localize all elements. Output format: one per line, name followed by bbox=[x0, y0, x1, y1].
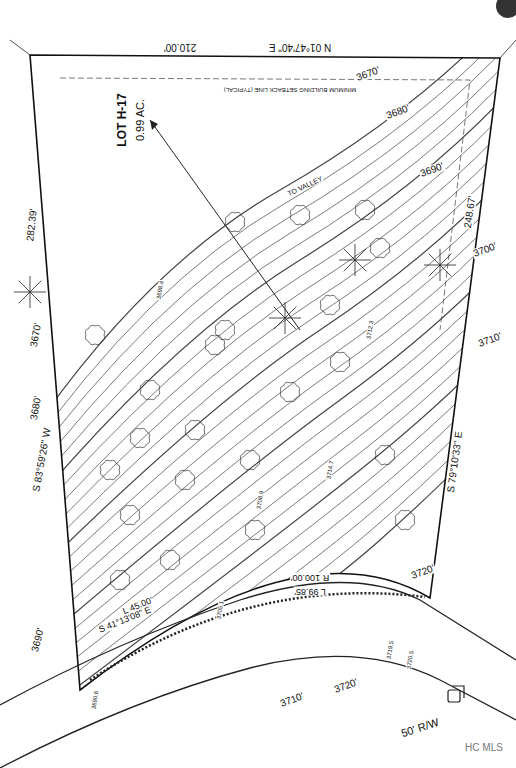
tree-symbols bbox=[85, 200, 414, 589]
tree bbox=[330, 352, 349, 371]
plat-label: R 100.00' bbox=[290, 573, 330, 582]
tree bbox=[320, 295, 339, 314]
tree bbox=[140, 380, 159, 399]
plat-label: 3720' bbox=[332, 677, 360, 695]
tree bbox=[205, 335, 224, 354]
plat-label: 248.67' bbox=[463, 194, 478, 230]
plat-label: 3698.4 bbox=[155, 279, 164, 300]
plat-label: 3719.5 bbox=[385, 639, 394, 660]
tree bbox=[355, 200, 374, 219]
contour-line bbox=[20, 16, 516, 464]
tree bbox=[100, 460, 119, 479]
plat-label: TO VALLEY bbox=[286, 174, 325, 197]
plat-label: 3670' bbox=[29, 321, 43, 348]
tree bbox=[245, 520, 264, 539]
plat-label: 3714.7 bbox=[325, 459, 334, 480]
road-edge bbox=[0, 583, 516, 706]
plat-label: 3690' bbox=[30, 626, 46, 654]
drainage-arrow bbox=[150, 120, 300, 330]
plat-label: S 79°10'33" E bbox=[446, 430, 465, 495]
contour-line bbox=[20, 208, 516, 632]
contour-line bbox=[20, 320, 516, 730]
plat-label: 282.39' bbox=[25, 207, 39, 242]
large-tree bbox=[339, 244, 371, 276]
contour-line bbox=[20, 160, 516, 590]
plat-label: N 01°47'40" E bbox=[268, 42, 332, 52]
plat-label: 50' R/W bbox=[399, 716, 441, 739]
large-tree bbox=[269, 302, 301, 334]
icon bbox=[448, 686, 464, 702]
plat-label: 3680' bbox=[384, 103, 412, 121]
tree bbox=[280, 382, 299, 401]
large-tree-symbols bbox=[14, 244, 456, 334]
contour-lines bbox=[20, 0, 516, 768]
tree bbox=[185, 420, 204, 439]
contour-line bbox=[20, 384, 516, 768]
contour-line bbox=[20, 176, 516, 604]
contour-line bbox=[20, 192, 516, 618]
contour-line bbox=[20, 368, 516, 768]
tree bbox=[215, 320, 234, 339]
tree bbox=[160, 550, 179, 569]
plat-label: 3690.6 bbox=[90, 689, 99, 710]
contour-line bbox=[20, 128, 516, 562]
arrow-head bbox=[150, 120, 158, 130]
plat-label: L 99.85' bbox=[293, 587, 326, 596]
plat-label: 3710' bbox=[476, 331, 504, 349]
plat-label: LOT H-17 bbox=[116, 92, 128, 147]
plat-label: 3705.1 bbox=[215, 599, 224, 620]
contour-line bbox=[20, 0, 516, 450]
lot-boundary bbox=[30, 55, 500, 690]
watermark: HC MLS bbox=[464, 743, 504, 753]
contour-line bbox=[20, 352, 516, 758]
large-tree bbox=[424, 249, 456, 281]
plat-label: 0.99 AC. bbox=[135, 98, 146, 142]
plat-label: 3690' bbox=[418, 161, 446, 179]
tree bbox=[110, 570, 129, 589]
tree bbox=[175, 470, 194, 489]
tree bbox=[85, 325, 104, 344]
adjoining-line bbox=[10, 40, 516, 58]
tree bbox=[130, 428, 149, 447]
plat-label: 3710' bbox=[278, 691, 306, 709]
tree bbox=[370, 238, 389, 257]
plat-label: 3720.5 bbox=[405, 649, 414, 670]
plat-label: MINIMUM BUILDING SETBACK LINE (TYPICAL) bbox=[223, 87, 357, 93]
contour-line bbox=[20, 32, 516, 478]
tree bbox=[120, 505, 139, 524]
plat-label: 210.00' bbox=[163, 42, 198, 52]
plat-label: 3712.3 bbox=[365, 319, 374, 340]
tree bbox=[375, 445, 394, 464]
road-edge bbox=[0, 656, 516, 768]
contour-line bbox=[20, 288, 516, 702]
tree bbox=[240, 450, 259, 469]
tree bbox=[395, 510, 414, 529]
corner-badge bbox=[496, 0, 516, 18]
contour-line bbox=[20, 224, 516, 646]
rock-ditch bbox=[90, 593, 425, 680]
contour-line bbox=[20, 336, 516, 744]
contour-line bbox=[20, 64, 516, 506]
tree bbox=[225, 212, 244, 231]
large-tree bbox=[14, 276, 46, 308]
plat-label: 3680' bbox=[29, 394, 43, 421]
plat-label: S 83°59'26" W bbox=[31, 426, 52, 493]
plat-label: 3708.9 bbox=[255, 489, 264, 510]
tree bbox=[290, 205, 309, 224]
setback-line bbox=[60, 78, 470, 330]
plat-label: 3670' bbox=[354, 65, 382, 83]
contour-line bbox=[20, 272, 516, 688]
